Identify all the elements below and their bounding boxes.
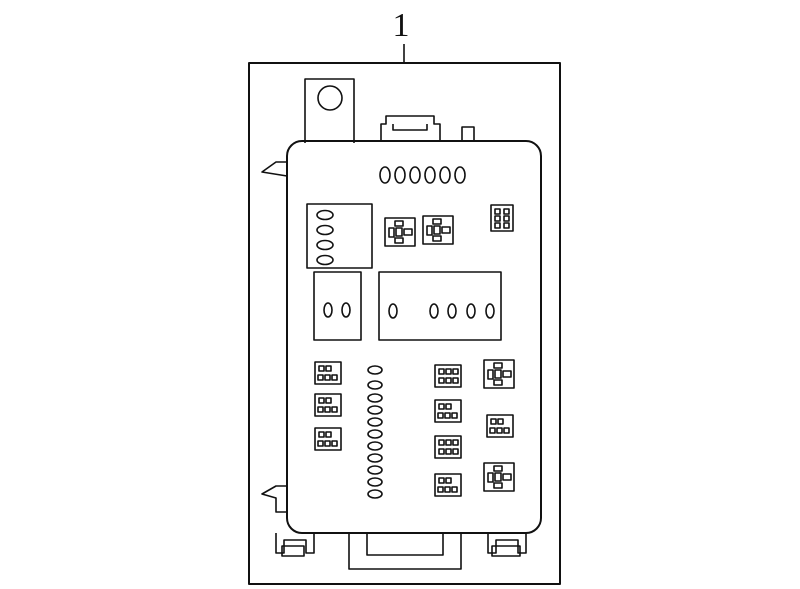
stack-oval [368, 454, 382, 462]
fuse-block [315, 428, 341, 450]
stack-oval [368, 366, 382, 374]
fuse-block [435, 436, 461, 458]
top-oval [425, 167, 435, 183]
fuse-block [435, 400, 461, 422]
top-oval [440, 167, 450, 183]
top-oval-row [380, 167, 465, 183]
fuse-block [315, 394, 341, 416]
relay-block-oval [317, 241, 333, 250]
stack-oval [368, 418, 382, 426]
fuse-block [487, 415, 513, 437]
left-upper-latch [262, 162, 287, 176]
left-lower-latch [262, 486, 287, 512]
relay-cross-block [484, 360, 514, 388]
stack-oval [368, 394, 382, 402]
bottom-right-clip [488, 533, 526, 556]
mounting-tab [305, 79, 354, 143]
fuse-blocks [315, 205, 514, 496]
fuse-block [435, 474, 461, 496]
stack-oval [368, 430, 382, 438]
stack-oval [368, 478, 382, 486]
stack-oval [368, 490, 382, 498]
fuse-block [315, 362, 341, 384]
housing-body [287, 141, 541, 533]
relay-block-oval [317, 256, 333, 265]
bottom-connector [349, 533, 461, 569]
top-oval [395, 167, 405, 183]
relay-cross-block [423, 216, 453, 244]
outer-frame [249, 63, 560, 584]
relay-large [379, 272, 501, 340]
oval-stack [368, 366, 382, 498]
relay-cross-block [385, 218, 415, 246]
relay-block-oval [317, 211, 333, 220]
top-oval [410, 167, 420, 183]
relay-cross-block [484, 463, 514, 491]
fuse-block [435, 365, 461, 387]
fuse-block-vertical [491, 205, 513, 231]
bottom-left-clip [276, 533, 314, 556]
relay-two-pin [314, 272, 361, 340]
top-post [462, 127, 474, 141]
stack-oval [368, 406, 382, 414]
relay-block-oval [317, 226, 333, 235]
stack-oval [368, 466, 382, 474]
top-oval [380, 167, 390, 183]
relay-block-left [307, 204, 372, 268]
callout-number-1: 1 [392, 7, 410, 44]
top-oval [455, 167, 465, 183]
stack-oval [368, 381, 382, 389]
stack-oval [368, 442, 382, 450]
top-connector [381, 116, 440, 141]
